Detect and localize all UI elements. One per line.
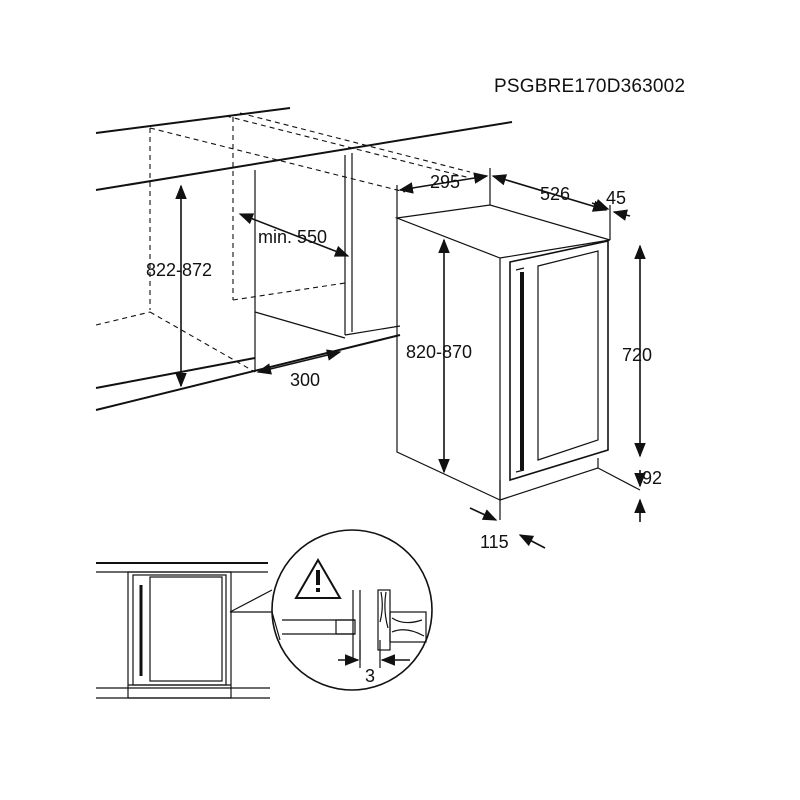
wine-cooler (394, 204, 611, 501)
plinth-height-label: 92 (642, 468, 662, 488)
niche-depth-dimension (256, 349, 342, 375)
depth-top-label: 295 (430, 172, 460, 192)
cabinet-niche (95, 107, 513, 411)
depth-top-dimension (398, 172, 489, 194)
gap-label: 3 (365, 666, 375, 686)
min-width-dimension (238, 213, 350, 257)
niche-depth-label: 300 (290, 370, 320, 390)
gap-dimension (338, 640, 410, 668)
plinth-depth-label: 115 (480, 532, 509, 552)
warning-triangle-icon (294, 558, 342, 599)
plinth-depth-dimension (469, 507, 546, 549)
appliance-height-label: 820-870 (406, 342, 472, 362)
min-width-label: min. 550 (258, 227, 327, 247)
door-offset-label: 45 (606, 188, 626, 208)
door-height-label: 720 (622, 345, 652, 365)
niche-height-label: 822-872 (146, 260, 212, 280)
document-code: PSGBRE170D363002 (494, 76, 685, 97)
front-view (96, 562, 270, 699)
depth-dimension (491, 174, 608, 212)
depth-label: 526 (540, 184, 570, 204)
door-offset-dimension (591, 199, 631, 221)
detail-zoom (271, 529, 433, 691)
